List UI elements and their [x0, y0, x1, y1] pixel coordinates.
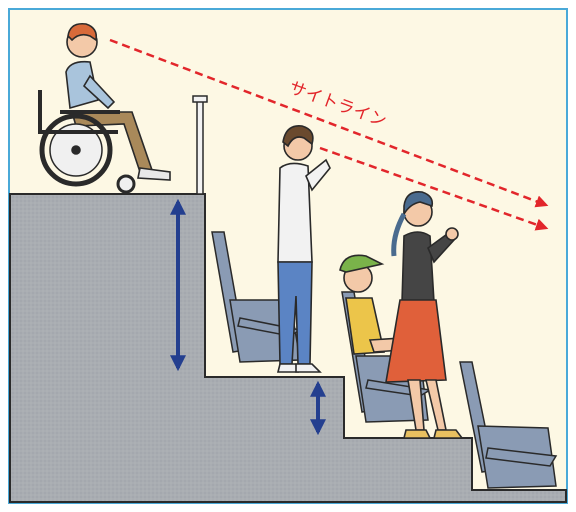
sightline-diagram: サイトライン: [0, 0, 576, 512]
